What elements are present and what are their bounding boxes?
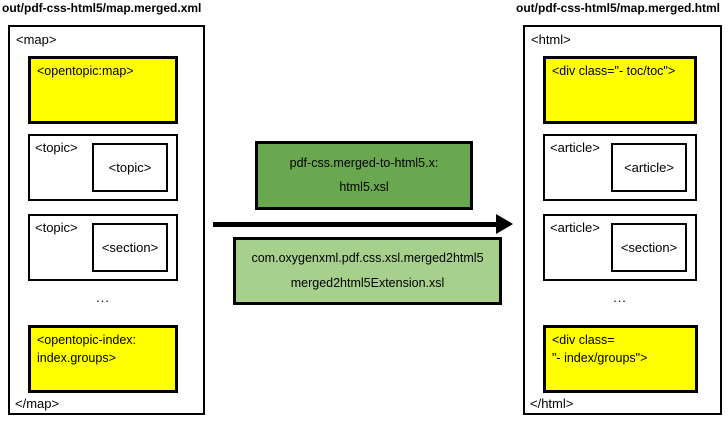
topic-node-1-child-tag: <topic> bbox=[108, 160, 152, 175]
transform-arrow-head-icon bbox=[496, 214, 513, 234]
toc-div-label: <div class="- toc/toc"> bbox=[552, 64, 676, 78]
article-node-1-child-tag: <article> bbox=[624, 160, 674, 175]
topic-node-2-child-tag: <section> bbox=[101, 240, 159, 255]
map-open-tag: <map> bbox=[16, 32, 57, 47]
opentopic-map-box: <opentopic:map> bbox=[28, 56, 178, 124]
html-ellipsis: ... bbox=[613, 290, 627, 305]
article-node-1-tag: <article> bbox=[550, 140, 600, 155]
article-node-1: <article> <article> bbox=[543, 134, 697, 201]
topic-node-2: <topic> <section> bbox=[28, 214, 178, 281]
extension-stylesheet-name: merged2html5Extension.xsl bbox=[290, 275, 445, 290]
topic-node-2-tag: <topic> bbox=[35, 220, 78, 235]
topic-node-1-tag: <topic> bbox=[35, 140, 78, 155]
transform-arrow-shaft bbox=[213, 222, 497, 227]
xml-ellipsis: ... bbox=[96, 290, 110, 305]
xml-file-title: out/pdf-css-html5/map.merged.xml bbox=[2, 1, 202, 15]
article-node-2: <article> <section> bbox=[543, 214, 697, 281]
opentopic-index-label-line2: index.groups> bbox=[37, 350, 116, 365]
xslt-template-name: pdf-css.merged-to-html5.x: bbox=[289, 155, 439, 170]
toc-div-box: <div class="- toc/toc"> bbox=[543, 56, 697, 124]
index-groups-label-line2: "- index/groups"> bbox=[552, 350, 648, 365]
xslt-stylesheet-name: html5.xsl bbox=[339, 180, 389, 195]
article-node-2-tag: <article> bbox=[550, 220, 600, 235]
article-node-1-child: <article> bbox=[611, 143, 687, 192]
html-close-tag: </html> bbox=[530, 396, 574, 411]
xslt-template-box: pdf-css.merged-to-html5.x: html5.xsl bbox=[255, 141, 473, 210]
extension-package-name: com.oxygenxml.pdf.css.xsl.merged2html5 bbox=[251, 251, 484, 266]
index-groups-label-line1: <div class= bbox=[552, 333, 615, 347]
article-node-2-child-tag: <section> bbox=[620, 240, 678, 255]
map-close-tag: </map> bbox=[15, 396, 60, 411]
opentopic-map-label: <opentopic:map> bbox=[37, 64, 134, 78]
topic-node-2-child: <section> bbox=[92, 223, 168, 272]
index-groups-div-box: <div class= "- index/groups"> bbox=[543, 325, 698, 393]
topic-node-1: <topic> <topic> bbox=[28, 134, 178, 201]
opentopic-index-label-line1: <opentopic-index: bbox=[37, 333, 137, 347]
xslt-extension-box: com.oxygenxml.pdf.css.xsl.merged2html5 m… bbox=[233, 237, 502, 305]
opentopic-index-box: <opentopic-index: index.groups> bbox=[28, 325, 178, 393]
topic-node-1-child: <topic> bbox=[92, 143, 168, 192]
html-file-title: out/pdf-css-html5/map.merged.html bbox=[516, 1, 721, 15]
html-open-tag: <html> bbox=[531, 32, 571, 47]
article-node-2-child: <section> bbox=[611, 223, 687, 272]
